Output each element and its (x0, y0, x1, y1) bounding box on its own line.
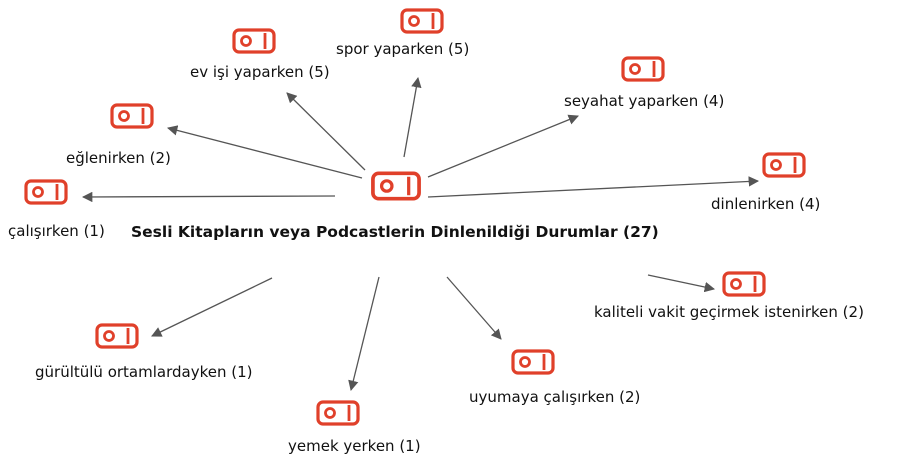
edge-arrow (446, 276, 502, 340)
edge-arrow (427, 176, 760, 198)
seyahat-icon[interactable] (621, 56, 665, 86)
edge-arrow (81, 191, 336, 203)
dinlenirken-icon[interactable] (762, 152, 806, 182)
code-tag-icon (621, 56, 665, 82)
edge-arrow (427, 114, 579, 178)
edge-arrow (166, 125, 363, 179)
code-tag-icon (371, 171, 421, 201)
kaliteli-icon[interactable] (722, 271, 766, 301)
code-tag-icon (722, 271, 766, 297)
ev-isi-icon[interactable] (232, 28, 276, 58)
code-tag-icon (110, 103, 154, 129)
edge-arrow (286, 92, 366, 171)
spor-label: spor yaparken (5) (336, 40, 470, 58)
edge-arrow (151, 277, 273, 337)
code-tag-icon (511, 349, 555, 375)
code-tag-icon (24, 179, 68, 205)
code-tag-icon (316, 400, 360, 426)
edge-arrow (348, 276, 380, 392)
dinlenirken-label: dinlenirken (4) (711, 195, 821, 213)
eglenirken-label: eğlenirken (2) (66, 149, 171, 167)
edge-arrow (647, 274, 716, 293)
code-tag-icon (232, 28, 276, 54)
yemek-icon[interactable] (316, 400, 360, 430)
center-label: Sesli Kitapların veya Podcastlerin Dinle… (131, 223, 659, 241)
edge-arrow (403, 76, 422, 158)
code-tag-icon (95, 323, 139, 349)
uyumaya-label: uyumaya çalışırken (2) (469, 388, 641, 406)
kaliteli-label: kaliteli vakit geçirmek istenirken (2) (594, 303, 864, 321)
uyumaya-icon[interactable] (511, 349, 555, 379)
yemek-label: yemek yerken (1) (288, 437, 421, 455)
ev-isi-label: ev işi yaparken (5) (190, 63, 330, 81)
code-tag-icon (762, 152, 806, 178)
calisirken-label: çalışırken (1) (8, 222, 105, 240)
center-code-icon[interactable] (369, 171, 423, 205)
code-tag-icon (400, 8, 444, 34)
seyahat-label: seyahat yaparken (4) (564, 92, 725, 110)
gurultulu-icon[interactable] (95, 323, 139, 353)
eglenirken-icon[interactable] (110, 103, 154, 133)
calisirken-icon[interactable] (24, 179, 68, 209)
gurultulu-label: gürültülü ortamlardayken (1) (35, 363, 253, 381)
spor-icon[interactable] (400, 8, 444, 38)
